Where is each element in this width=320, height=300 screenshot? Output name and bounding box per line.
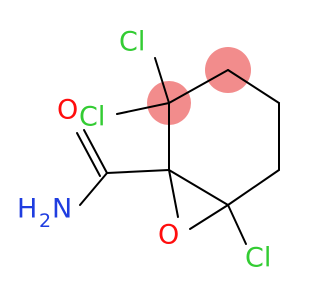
bond-c5-c6	[168, 169, 229, 206]
bond-set	[76, 57, 280, 245]
bond-c-amide-o-double-2	[76, 132, 101, 177]
bond-c-amide-o-double-1	[83, 129, 108, 174]
atom-label-oxygen-carbonyl: O	[57, 95, 78, 126]
atom-label-oxygen-epoxide: O	[158, 220, 179, 251]
bond-c-amide-n	[79, 172, 108, 206]
bond-c5-cl-bottom	[227, 204, 247, 245]
bond-c1-c2	[168, 69, 229, 104]
bond-c4-c5	[227, 169, 280, 206]
atom-label-amide-h: H	[17, 194, 37, 225]
atom-label-amide-n: N	[52, 194, 72, 225]
bond-c1-cl-mid	[116, 102, 170, 115]
atom-label-amide-h-count: 2	[39, 210, 51, 232]
bond-c6-o-epoxide	[168, 169, 179, 218]
molecule-structure-diagram: Cl Cl O H 2 N O Cl	[17, 27, 280, 274]
bond-c1-cl-top	[154, 57, 170, 104]
bond-c6-c-amide	[106, 169, 170, 174]
atom-label-cl-mid: Cl	[79, 102, 105, 133]
bond-c2-c3	[227, 69, 280, 104]
atom-label-cl-bottom: Cl	[245, 243, 271, 274]
bond-c5-o-epoxide	[189, 204, 229, 230]
atom-label-cl-top: Cl	[119, 27, 145, 58]
